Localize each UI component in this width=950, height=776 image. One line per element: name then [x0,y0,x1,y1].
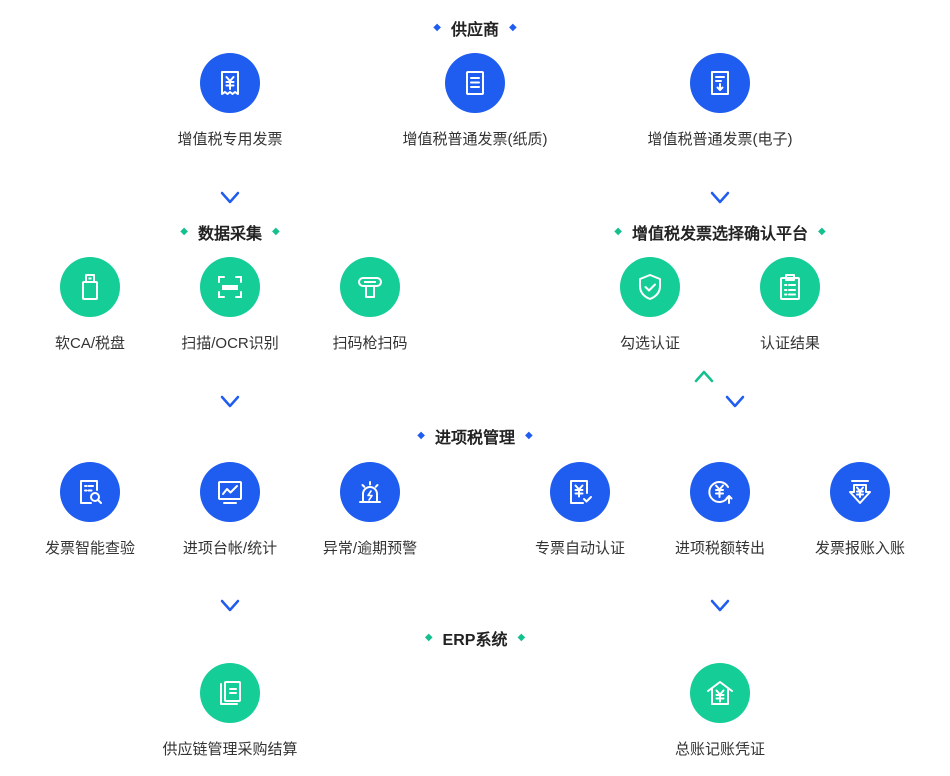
header-label: 数据采集 [197,226,262,243]
diamond-icon: ◆ [424,632,433,643]
yen-house-icon [690,663,750,723]
yen-document-check-icon [550,462,610,522]
node-label: 发票智能查验 [44,540,135,557]
header-input-tax: ◆ 进项税管理 ◆ [0,424,950,448]
diamond-icon: ◆ [517,632,526,643]
node-label: 增值税专用发票 [177,131,283,148]
header-label: 增值税发票选择确认平台 [631,226,808,243]
node-scan-ocr: 扫描/OCR识别 [150,257,310,353]
node-label: 增值税普通发票(电子) [647,131,793,148]
monitor-chart-icon [200,462,260,522]
diamond-icon: ◆ [509,22,517,33]
diamond-icon: ◆ [818,226,826,237]
usb-key-icon [60,257,120,317]
clipboard-list-icon [760,257,820,317]
node-label: 发票报账入账 [814,540,905,557]
node-certify-result: 认证结果 [710,257,870,353]
diamond-icon: ◆ [417,430,425,441]
alarm-light-icon [340,462,400,522]
node-label: 扫描/OCR识别 [181,335,279,352]
node-label: 认证结果 [759,335,820,352]
arrow-down [710,168,730,204]
yen-transfer-icon [690,462,750,522]
node-ledger-stats: 进项台帐/统计 [150,462,310,558]
header-label: 供应商 [450,22,499,39]
header-erp: ◆ ERP系统 ◆ [0,626,950,650]
diamond-icon: ◆ [614,226,622,237]
yen-receipt-icon [200,53,260,113]
arrow-up [694,370,714,406]
arrow-down [710,576,730,612]
node-tick-certify: 勾选认证 [570,257,730,353]
node-label: 专票自动认证 [534,540,625,557]
node-label: 勾选认证 [619,335,680,352]
node-label: 总账记账凭证 [674,741,765,758]
arrow-down [220,372,240,408]
node-general-ledger: 总账记账凭证 [640,663,800,759]
yen-arrow-down-icon [830,462,890,522]
node-soft-ca: 软CA/税盘 [10,257,170,353]
node-label: 异常/逾期预警 [322,540,418,557]
diamond-icon: ◆ [433,22,441,33]
header-vat-platform: ◆ 增值税发票选择确认平台 ◆ [490,220,950,244]
book-pages-icon [200,663,260,723]
node-smart-verify: 发票智能查验 [10,462,170,558]
arrow-down [725,372,745,408]
document-search-icon [60,462,120,522]
header-label: ERP系统 [442,632,508,649]
node-alert: 异常/逾期预警 [290,462,450,558]
diamond-icon: ◆ [272,226,280,237]
header-data-collection: ◆ 数据采集 ◆ [0,220,460,244]
diamond-icon: ◆ [180,226,188,237]
node-auto-certify: 专票自动认证 [500,462,660,558]
node-label: 增值税普通发票(纸质) [402,131,548,148]
diamond-icon: ◆ [525,430,533,441]
node-label: 扫码枪扫码 [332,335,408,352]
node-label: 进项税额转出 [674,540,765,557]
node-label: 供应链管理采购结算 [162,741,298,758]
node-supply-chain: 供应链管理采购结算 [150,663,310,759]
node-label: 软CA/税盘 [54,335,125,352]
node-tax-transfer: 进项税额转出 [640,462,800,558]
barcode-scanner-icon [340,257,400,317]
scan-frame-icon [200,257,260,317]
document-download-icon [690,53,750,113]
header-supplier: ◆ 供应商 ◆ [0,16,950,40]
shield-check-icon [620,257,680,317]
arrow-down [220,168,240,204]
node-vat-normal-paper: 增值税普通发票(纸质) [395,53,555,149]
node-barcode-gun: 扫码枪扫码 [290,257,450,353]
arrow-down [220,576,240,612]
header-label: 进项税管理 [434,430,515,447]
node-vat-special-invoice: 增值税专用发票 [150,53,310,149]
node-reimburse: 发票报账入账 [780,462,940,558]
document-list-icon [445,53,505,113]
node-label: 进项台帐/统计 [182,540,278,557]
node-vat-normal-electronic: 增值税普通发票(电子) [640,53,800,149]
